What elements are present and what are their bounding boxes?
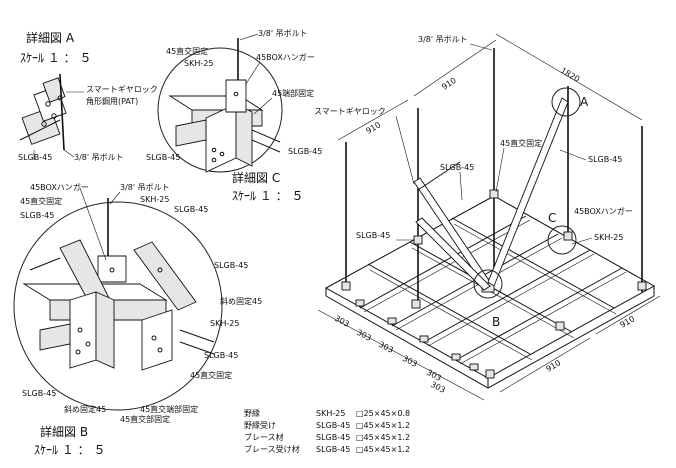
dim-910-right: 910 <box>619 314 637 329</box>
detail-c-hanger-label: 45BOXハンガー <box>256 52 315 62</box>
detail-c-circle <box>157 47 283 173</box>
spec-model-1: SLGB-45 <box>316 421 350 430</box>
spec-model-2: SLGB-45 <box>316 433 350 442</box>
spec-size-3: □45×45×1.2 <box>356 445 410 454</box>
ceiling-grid <box>324 189 656 389</box>
spec-model-3: SLGB-45 <box>316 445 350 454</box>
detail-b-skh-top-label: SKH-25 <box>140 195 169 204</box>
dim-303-2: 303 <box>355 328 373 343</box>
dim-910-left: 910 <box>365 120 383 135</box>
main-smart-lock-label: スマートギヤロック <box>314 107 386 116</box>
detail-b-drawing <box>22 198 215 371</box>
dim-910-bottom: 910 <box>545 358 563 373</box>
marker-c: C <box>548 211 556 225</box>
detail-b-cross-b-label: 45直交固定 <box>190 370 232 380</box>
detail-b-title: 詳細図 B <box>40 424 88 439</box>
detail-b-skh-r-label: SKH-25 <box>210 319 239 328</box>
detail-b-slgb-2-label: SLGB-45 <box>174 205 208 214</box>
detail-a-smart-lock-label: スマートギヤロック <box>86 85 158 94</box>
detail-b-cross-label: 45直交固定 <box>20 196 62 206</box>
detail-c-bolt-label: 3/8' 吊ボルト <box>258 29 308 38</box>
marker-c-circle <box>547 225 577 255</box>
spec-name-0: 野縁 <box>244 408 260 418</box>
detail-c-title: 詳細図 C <box>232 170 280 185</box>
detail-b-cross-fix-label: 45直交部固定 <box>120 414 170 424</box>
spec-size-2: □45×45×1.2 <box>356 433 410 442</box>
main-skh-label: SKH-25 <box>594 233 623 242</box>
detail-a: 詳細図 A ｽｹｰﾙ １ ： ５ スマートギヤロック 角形鋼用(PAT) SLG… <box>18 30 158 162</box>
detail-a-scale: ｽｹｰﾙ １ ： ５ <box>20 51 91 65</box>
marker-a-circle <box>551 87 581 117</box>
detail-c-drawing <box>168 38 281 173</box>
smart-gear-lock-drawing <box>19 73 67 151</box>
detail-b: 45BOXハンガー 3/8' 吊ボルト 45直交固定 SKH-25 SLGB-4… <box>13 182 262 457</box>
detail-c-slgb-right-label: SLGB-45 <box>288 147 322 156</box>
detail-b-slgb-5-label: SLGB-45 <box>22 389 56 398</box>
main-bolt-label: 3/8' 吊ボルト <box>418 35 468 44</box>
main-slgb-right-label: SLGB-45 <box>588 155 622 164</box>
main-isometric: A C B 3/8' 吊ボルト スマートギヤロック 45直交固定 SLGB-45… <box>314 33 661 401</box>
detail-b-slgb-4-label: SLGB-45 <box>204 351 238 360</box>
detail-b-diag-b-label: 斜め固定45 <box>64 404 106 414</box>
detail-b-circle <box>13 201 223 411</box>
dim-303-4: 303 <box>401 354 419 369</box>
spec-name-2: ブレース材 <box>244 432 284 442</box>
detail-c-skh-label: SKH-25 <box>184 59 213 68</box>
main-hanger-label: 45BOXハンガー <box>574 206 633 216</box>
detail-a-smart-lock-sub-label: 角形鋼用(PAT) <box>86 96 138 106</box>
spec-size-0: □25×45×0.8 <box>356 409 410 418</box>
detail-c-cross-label: 45直交固定 <box>166 46 208 56</box>
marker-b-circle <box>473 269 503 299</box>
dim-303-3: 303 <box>377 340 395 355</box>
spec-name-3: ブレース受け材 <box>244 444 300 454</box>
detail-b-slgb-3-label: SLGB-45 <box>214 261 248 270</box>
hanging-bolts <box>345 48 643 308</box>
spec-table: 野縁 SKH-25 □25×45×0.8 野縁受け SLGB-45 □45×45… <box>244 408 410 454</box>
detail-b-scale: ｽｹｰﾙ １ ： ５ <box>34 443 105 457</box>
detail-c-slgb-left-label: SLGB-45 <box>146 153 180 162</box>
dim-910-top: 910 <box>440 76 458 92</box>
detail-a-bolt-label: 3/8' 吊ボルト <box>74 153 124 162</box>
detail-b-diag-r-label: 斜め固定45 <box>220 296 262 306</box>
detail-b-cross-end-label: 45直交端部固定 <box>140 404 198 414</box>
spec-name-1: 野縁受け <box>244 420 276 430</box>
detail-a-slgb-label: SLGB-45 <box>18 153 52 162</box>
marker-a: A <box>580 95 589 109</box>
detail-c-end-label: 45端部固定 <box>272 88 314 98</box>
detail-b-slgb-1-label: SLGB-45 <box>20 211 54 220</box>
detail-a-title: 詳細図 A <box>26 30 75 45</box>
detail-b-bolt-label: 3/8' 吊ボルト <box>120 183 170 192</box>
detail-c-scale: ｽｹｰﾙ １ ： ５ <box>232 189 303 203</box>
dim-1820: 1820 <box>559 66 581 84</box>
main-slgb-left-label: SLGB-45 <box>356 231 390 240</box>
dim-303-6: 303 <box>429 380 447 395</box>
main-cross-label: 45直交固定 <box>500 138 542 148</box>
diagonal-braces <box>413 97 569 291</box>
spec-size-1: □45×45×1.2 <box>356 421 410 430</box>
detail-c: 3/8' 吊ボルト 45直交固定 SKH-25 45BOXハンガー 45端部固定… <box>146 29 322 203</box>
spec-model-0: SKH-25 <box>316 409 345 418</box>
marker-b: B <box>492 315 500 329</box>
detail-b-hanger-label: 45BOXハンガー <box>30 182 89 192</box>
main-slgb-mid-label: SLGB-45 <box>440 163 474 172</box>
dimension-lines: 1820 910 910 910 910 303 303 303 303 303… <box>317 33 661 401</box>
